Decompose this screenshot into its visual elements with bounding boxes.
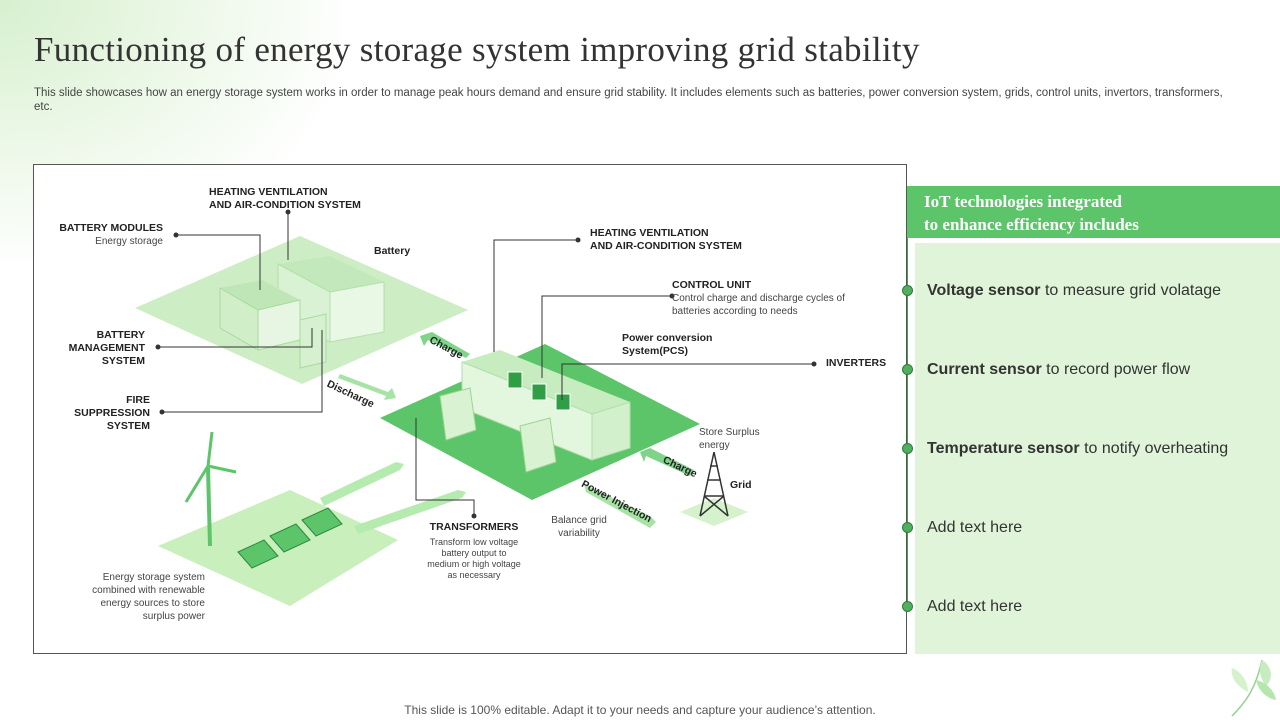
solar-panel-3 [301,507,343,537]
footer-note: This slide is 100% editable. Adapt it to… [404,703,876,717]
wind-turbine-blade-3 [206,431,214,467]
leader-inverters [561,363,814,400]
iot-panel-title: IoT technologies integrated to enhance e… [924,192,1139,234]
slide-subtitle: This slide showcases how an energy stora… [34,87,1223,113]
grid-platform [680,498,748,526]
leader-battery-modules [176,234,261,290]
control-unit-label: CONTROL UNIT Control charge and discharg… [672,279,845,317]
iot-item-placeholder-2: Add text here [927,598,1023,615]
slide-title: Functioning of energy storage system imp… [34,30,920,69]
battery-label: Battery [374,245,411,257]
leader-fire [162,330,323,413]
iot-bullet-3 [902,443,913,454]
inverter-box-3 [555,393,571,411]
iot-bullet-1 [902,285,913,296]
battery-container-roof [278,256,384,292]
renewable-arrow-1 [320,462,404,506]
leader-bms [158,328,313,348]
leader-control-unit [541,295,672,378]
wind-turbine-tower [206,467,212,547]
battery-container-side [329,281,385,343]
grid-charge-arrow [640,448,694,476]
inverters-label: INVERTERS [826,357,887,369]
transformer-1 [439,387,477,441]
battery-module-roof [220,280,300,310]
pcs-roof [462,350,630,414]
grid-label: Grid [730,479,752,491]
grid-tower [699,451,729,517]
leader-transformers [415,418,475,516]
wind-turbine-blade-2 [207,464,237,474]
iot-bullet-2 [902,364,913,375]
iot-timeline-line [907,238,908,610]
iot-panel-body [915,243,1280,654]
charge-arrow [420,332,470,358]
inverter-box-1 [507,371,523,389]
bms-cabinet [299,313,327,369]
pcs-side [591,401,631,461]
transformer-2 [519,417,557,473]
leaf-decoration-icon [1231,659,1276,717]
iot-item-placeholder-1: Add text here [927,519,1023,536]
leader-lines [158,212,814,516]
inverter-box-2 [531,383,547,401]
discharge-arrow [338,374,396,400]
transformers-label: TRANSFORMERS Transform low voltage batte… [427,521,521,580]
iot-panel-header [907,186,1280,238]
iot-bullet-5 [902,601,913,612]
solar-panel-1 [237,539,279,569]
iot-bullet-4 [902,522,913,533]
diagram-illustration [135,209,817,606]
iot-item-current: Current sensor to record power flow [927,361,1191,378]
leader-hvac-mid [493,239,578,352]
iot-item-temperature: Temperature sensor to notify overheating [927,440,1229,457]
power-injection-arrow [584,484,656,528]
solar-panel-2 [269,523,311,553]
wind-turbine-blade-1 [184,465,210,503]
battery-modules-label: BATTERY MODULES Energy storage [59,222,163,247]
iot-item-voltage: Voltage sensor to measure grid volatage [927,282,1222,299]
renewable-arrow-2 [354,490,466,534]
leader-dots [155,209,817,519]
